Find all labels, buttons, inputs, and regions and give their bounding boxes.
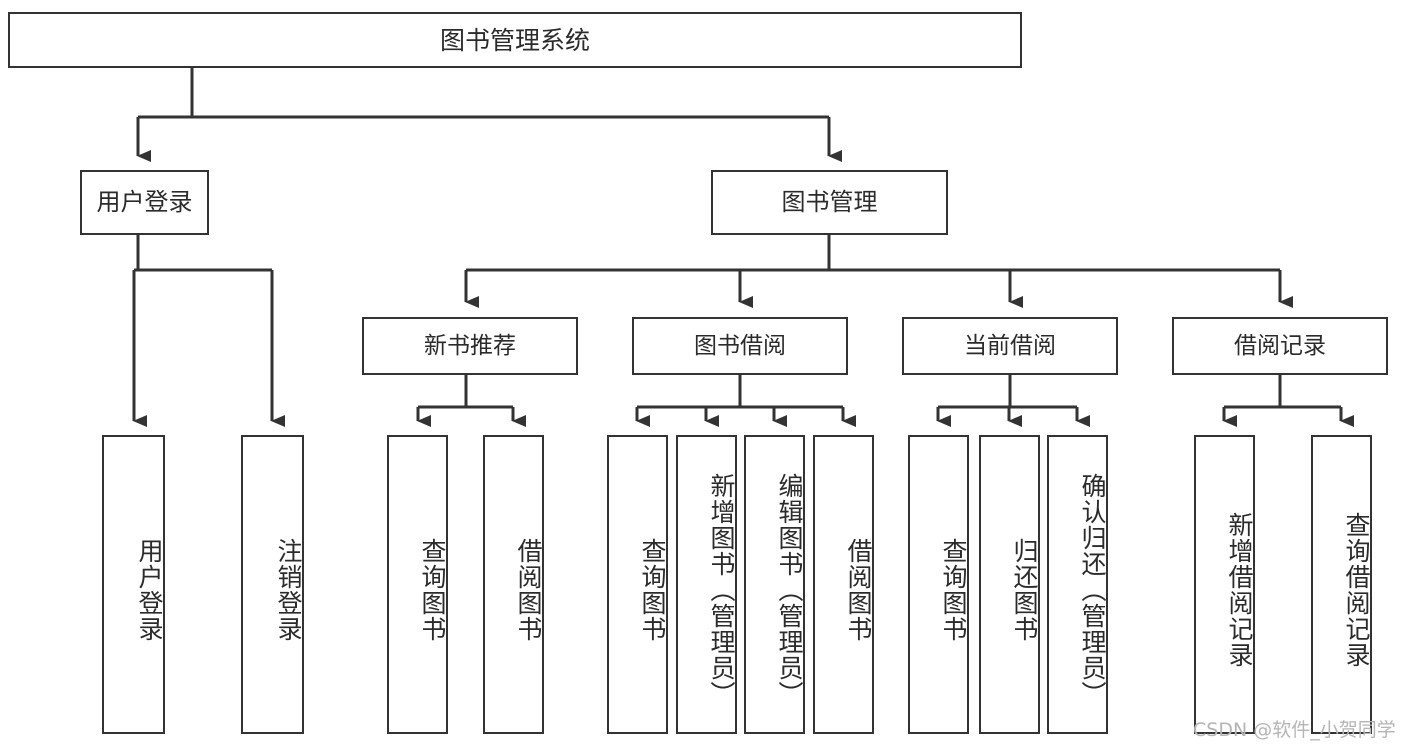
- node-book-manage[interactable]: 图书管理: [711, 170, 948, 235]
- node-current-borrow[interactable]: 当前借阅: [902, 317, 1118, 375]
- node-borrow-record[interactable]: 借阅记录: [1172, 317, 1388, 375]
- node-root-system[interactable]: 图书管理系统: [8, 12, 1022, 68]
- leaf-logout[interactable]: 注销登录: [241, 435, 304, 734]
- leaf-user-login[interactable]: 用户登录: [102, 435, 165, 734]
- leaf-nb-borrow-book[interactable]: 借阅图书: [483, 435, 544, 734]
- node-user-login[interactable]: 用户登录: [80, 170, 209, 235]
- leaf-bb-edit-book-admin[interactable]: 编辑图书（管理员）: [744, 435, 805, 734]
- leaf-nb-query-book[interactable]: 查询图书: [387, 435, 448, 734]
- leaf-cb-confirm-return-admin[interactable]: 确认归还（管理员）: [1047, 435, 1108, 734]
- leaf-bb-borrow-book[interactable]: 借阅图书: [813, 435, 874, 734]
- node-new-book-recommend[interactable]: 新书推荐: [362, 317, 578, 375]
- leaf-br-query-record[interactable]: 查询借阅记录: [1311, 435, 1372, 734]
- leaf-br-add-record[interactable]: 新增借阅记录: [1194, 435, 1255, 734]
- leaf-bb-query-book[interactable]: 查询图书: [607, 435, 668, 734]
- leaf-bb-add-book-admin[interactable]: 新增图书（管理员）: [676, 435, 737, 734]
- leaf-cb-query-book[interactable]: 查询图书: [908, 435, 969, 734]
- leaf-cb-return-book[interactable]: 归还图书: [979, 435, 1040, 734]
- node-book-borrow[interactable]: 图书借阅: [632, 317, 848, 375]
